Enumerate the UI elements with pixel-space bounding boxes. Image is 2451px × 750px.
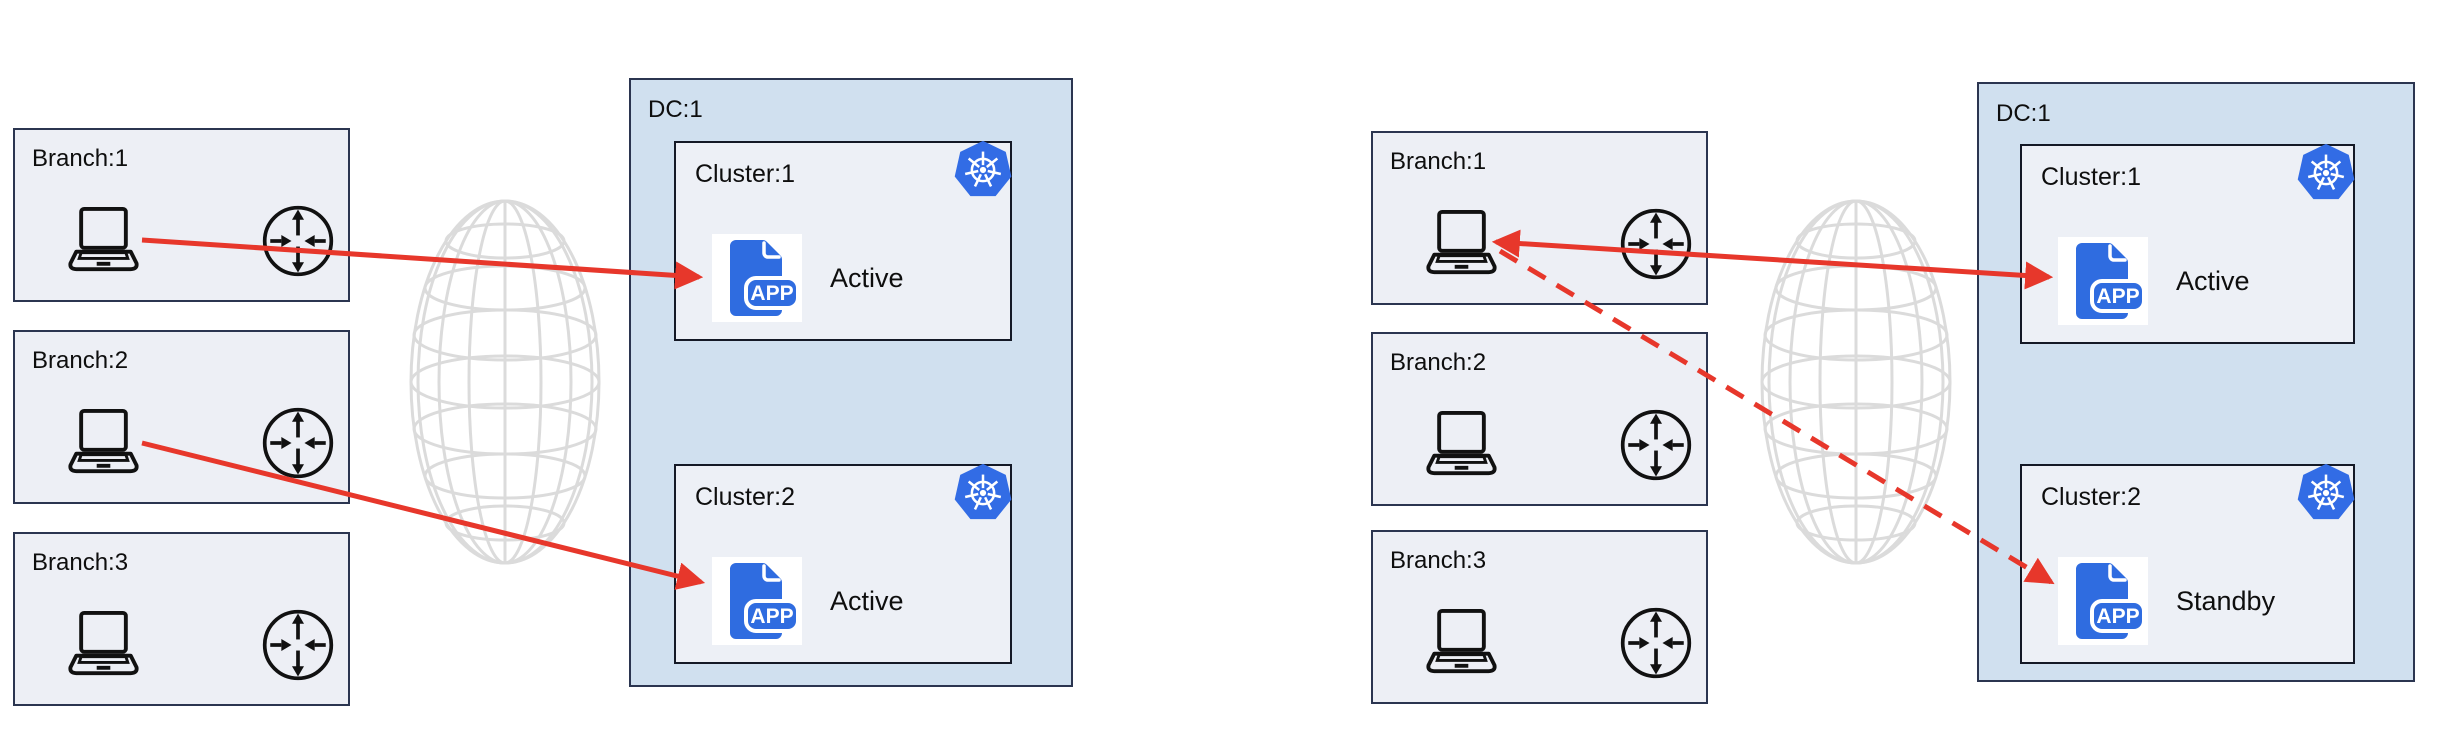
branch-box-1: Branch:1 bbox=[13, 128, 350, 302]
router-icon bbox=[261, 406, 335, 480]
app-badge-label: APP bbox=[2096, 285, 2139, 308]
router-icon bbox=[1619, 408, 1693, 482]
branch-label: Branch:1 bbox=[32, 145, 129, 172]
app-file-icon: APP bbox=[712, 557, 802, 645]
internet-globe-icon bbox=[1758, 197, 1954, 567]
cluster-status: Active bbox=[830, 585, 904, 616]
branch-label: Branch:2 bbox=[1390, 349, 1487, 376]
app-badge-label: APP bbox=[750, 282, 793, 305]
laptop-icon bbox=[66, 206, 141, 274]
diagram-right-active-standby: Branch:1 Branch:2 Branch:3 DC:1 Cluster:… bbox=[1371, 0, 2451, 750]
cluster-box-2: Cluster:2 APP Active bbox=[674, 464, 1012, 664]
branch-label: Branch:2 bbox=[32, 347, 129, 374]
app-file-icon: APP bbox=[712, 234, 802, 322]
cluster-label: Cluster:2 bbox=[2041, 483, 2142, 511]
cluster-label: Cluster:1 bbox=[2041, 163, 2142, 191]
router-icon bbox=[1619, 606, 1693, 680]
internet-globe-icon bbox=[407, 197, 603, 567]
dc-box: DC:1 Cluster:1 APP Active Cluster:2 APP … bbox=[629, 78, 1073, 687]
diagram-left-active-active: Branch:1 Branch:2 Branch:3 DC:1 Cluster:… bbox=[13, 0, 1106, 750]
kubernetes-icon bbox=[2295, 461, 2357, 523]
branch-box-2: Branch:2 bbox=[1371, 332, 1708, 506]
branch-label: Branch:3 bbox=[32, 549, 129, 576]
kubernetes-icon bbox=[2295, 141, 2357, 203]
laptop-icon bbox=[66, 610, 141, 678]
branch-box-2: Branch:2 bbox=[13, 330, 350, 504]
cluster-label: Cluster:1 bbox=[695, 160, 796, 188]
app-file-icon: APP bbox=[2058, 237, 2148, 325]
laptop-icon bbox=[66, 408, 141, 476]
laptop-icon bbox=[1424, 209, 1499, 277]
router-icon bbox=[261, 608, 335, 682]
app-badge-label: APP bbox=[750, 605, 793, 628]
branch-box-3: Branch:3 bbox=[1371, 530, 1708, 704]
cluster-box-1: Cluster:1 APP Active bbox=[674, 141, 1012, 341]
app-file-icon: APP bbox=[2058, 557, 2148, 645]
cluster-status: Active bbox=[2176, 265, 2250, 296]
app-badge-label: APP bbox=[2096, 605, 2139, 628]
branch-label: Branch:3 bbox=[1390, 547, 1487, 574]
cluster-status: Standby bbox=[2176, 585, 2276, 616]
dc-label: DC:1 bbox=[648, 96, 703, 123]
router-icon bbox=[261, 204, 335, 278]
kubernetes-icon bbox=[952, 461, 1014, 523]
router-icon bbox=[1619, 207, 1693, 281]
cluster-box-1: Cluster:1 APP Active bbox=[2020, 144, 2355, 344]
cluster-box-2: Cluster:2 APP Standby bbox=[2020, 464, 2355, 664]
laptop-icon bbox=[1424, 608, 1499, 676]
dc-label: DC:1 bbox=[1996, 100, 2051, 127]
branch-label: Branch:1 bbox=[1390, 148, 1487, 175]
laptop-icon bbox=[1424, 410, 1499, 478]
cluster-label: Cluster:2 bbox=[695, 483, 796, 511]
cluster-status: Active bbox=[830, 262, 904, 293]
dc-box: DC:1 Cluster:1 APP Active Cluster:2 APP … bbox=[1977, 82, 2415, 682]
kubernetes-icon bbox=[952, 138, 1014, 200]
branch-box-3: Branch:3 bbox=[13, 532, 350, 706]
branch-box-1: Branch:1 bbox=[1371, 131, 1708, 305]
